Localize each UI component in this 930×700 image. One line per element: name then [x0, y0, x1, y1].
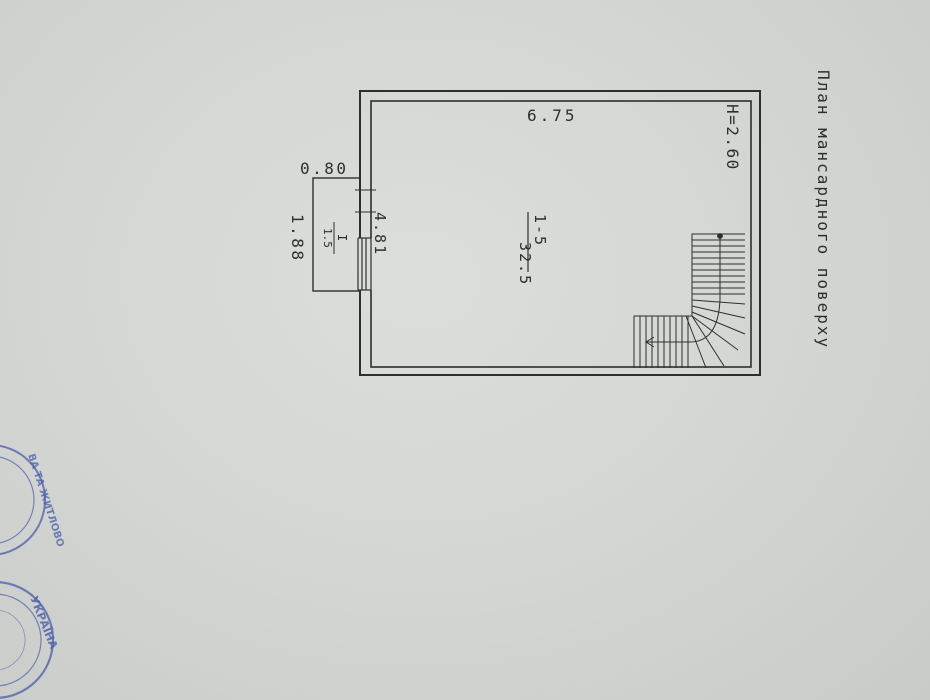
height-mark: H=2.60: [723, 104, 742, 171]
width-dimension: 6.75: [527, 106, 578, 125]
door-opening: [357, 237, 373, 291]
stamp-bottom-text: УКРАЇНА: [27, 594, 61, 651]
length-dimension: 4.81: [371, 212, 389, 256]
balcony-area: 1.5: [321, 228, 334, 248]
staircase: [633, 233, 746, 369]
balcony-outline: [312, 177, 361, 292]
outer-wall: [359, 90, 761, 376]
stamp-top-text: ВА ТА ЖИТЛОВО: [25, 453, 66, 549]
balcony-number: I: [335, 234, 349, 241]
plan-title: План мансардного поверху: [814, 70, 833, 349]
balcony-width-dimension: 0.80: [300, 159, 349, 178]
room-area: 32.5: [516, 242, 534, 286]
official-stamp-bottom: УКРАЇНА: [0, 581, 61, 699]
inner-wall: [370, 100, 752, 368]
balcony-length-dimension: 1.88: [288, 214, 307, 263]
room-number: 1-5: [531, 214, 549, 247]
official-stamp-top: ВА ТА ЖИТЛОВО: [0, 444, 66, 556]
